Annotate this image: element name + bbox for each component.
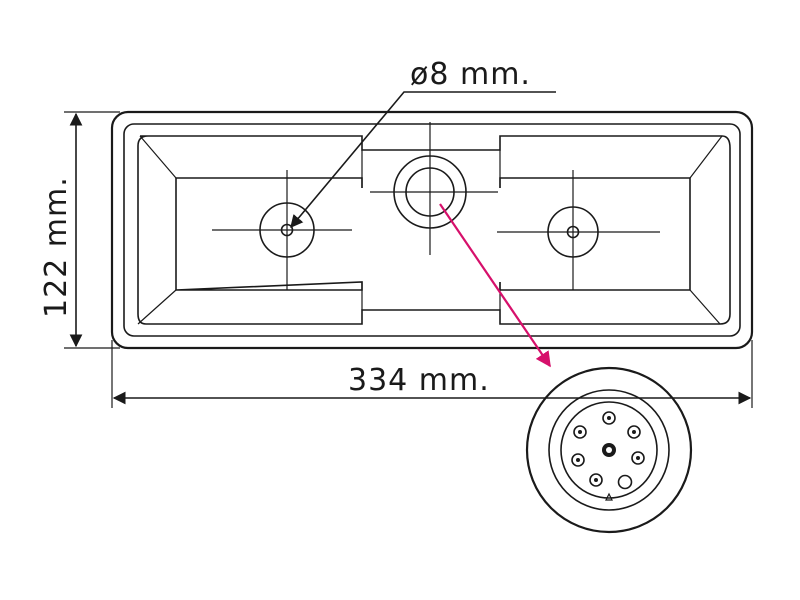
lamp-housing: [110, 110, 754, 350]
diameter-leader: ø8 mm.: [290, 57, 556, 228]
connector-detail: [525, 366, 693, 534]
connector-pins: [571, 411, 645, 490]
right-mounting-hole: [497, 170, 660, 290]
diameter-label: ø8 mm.: [410, 57, 531, 92]
center-connector-hole: [370, 122, 498, 255]
width-label: 334 mm.: [348, 363, 490, 398]
connector-pointer-arrow: [439, 203, 551, 368]
width-dimension: 334 mm.: [111, 340, 753, 408]
height-dimension: 122 mm.: [39, 111, 120, 349]
recess-profile: [137, 135, 731, 325]
height-label: 122 mm.: [39, 176, 74, 318]
left-mounting-hole: [212, 170, 352, 290]
